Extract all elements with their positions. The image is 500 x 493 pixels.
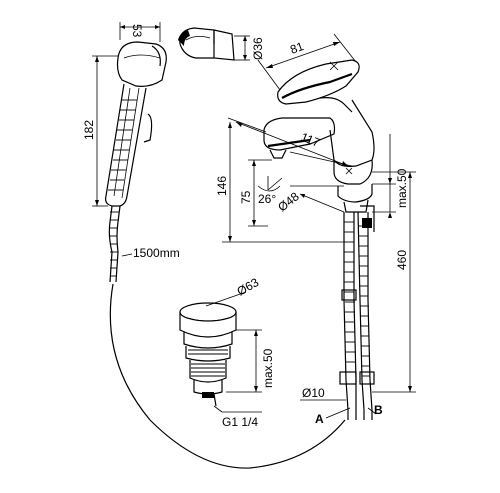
dimension-max50-mixer: max.50 xyxy=(372,134,409,218)
pop-up-waste xyxy=(179,302,237,407)
dimension-53: 53 xyxy=(119,22,161,42)
dim-146-label: 146 xyxy=(215,176,229,196)
dim-36-label: Ø36 xyxy=(251,37,265,60)
connection-b-label: B xyxy=(374,403,383,417)
dimension-81: 81 xyxy=(257,33,357,91)
dim-81-label: 81 xyxy=(288,39,306,57)
dim-460-label: 460 xyxy=(395,250,409,270)
dimension-146: 146 xyxy=(215,122,345,243)
angle-label: 26° xyxy=(258,192,276,206)
waste-max50-label: max.50 xyxy=(261,348,275,388)
dim-75-label: 75 xyxy=(239,190,253,204)
connection-labels: A B xyxy=(315,403,383,426)
mixer-tap xyxy=(263,59,375,213)
dimension-max50-waste: max.50 xyxy=(226,329,275,393)
shower-holder: Ø36 xyxy=(178,27,265,61)
dimension-117: 117 xyxy=(227,117,353,167)
dim-53-label: 53 xyxy=(130,24,144,38)
connection-a-label: A xyxy=(315,412,324,426)
dim-117-label: 117 xyxy=(299,130,322,150)
dimension-10: Ø10 xyxy=(300,386,346,401)
hand-shower xyxy=(105,41,167,207)
hose-length-label: 1500mm xyxy=(133,246,180,260)
dimension-182: 182 xyxy=(82,55,118,207)
dimension-48: Ø48 xyxy=(275,185,345,214)
dimension-460: 460 xyxy=(372,171,416,393)
thread-callout: G1 1/4 xyxy=(213,405,262,429)
dim-48-label: Ø48 xyxy=(275,189,302,214)
dimension-angle: 26° xyxy=(257,176,283,206)
dim-10-label: Ø10 xyxy=(302,386,325,400)
mixer-max50-label: max.50 xyxy=(395,168,409,208)
dim-182-label: 182 xyxy=(82,120,96,140)
shower-hose: 1500mm xyxy=(108,205,346,469)
supply-hoses xyxy=(339,205,375,420)
dimension-75: 75 xyxy=(239,159,272,227)
dimension-63: Ø63 xyxy=(205,275,262,307)
dim-63-label: Ø63 xyxy=(235,275,262,299)
thread-label: G1 1/4 xyxy=(222,415,258,429)
